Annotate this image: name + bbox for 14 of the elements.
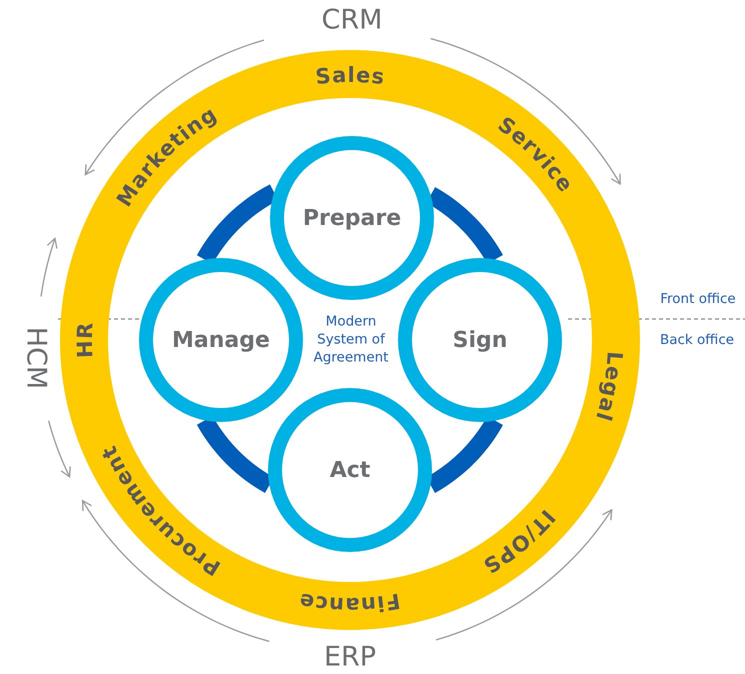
circle-label: Prepare	[302, 206, 402, 230]
ring-label: HR	[72, 321, 98, 358]
category-label: ERP	[324, 642, 376, 672]
circle-label: Manage	[172, 328, 270, 352]
ring-band	[60, 50, 640, 630]
ring-label: Finance	[296, 588, 402, 618]
category-label: CRM	[322, 4, 382, 36]
circle-label: Sign	[452, 328, 508, 352]
zone-label: Back office	[660, 332, 734, 348]
ring-label: Sales	[314, 62, 386, 90]
center-label: Modern System of Agreement	[312, 312, 390, 368]
category-label: HCM	[20, 326, 52, 390]
zone-label: Front office	[660, 291, 736, 307]
circle-label: Act	[330, 458, 370, 482]
